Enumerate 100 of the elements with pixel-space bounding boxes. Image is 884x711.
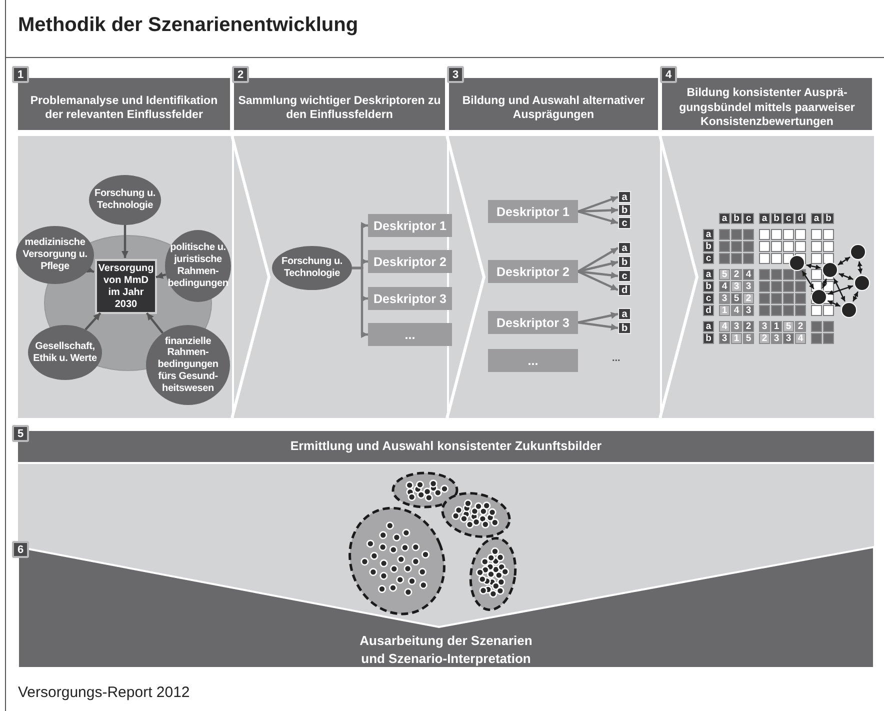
- matrix-cell: 1: [731, 333, 742, 344]
- matrix-cell: 3: [771, 333, 782, 344]
- descriptor-box: Deskriptor 3: [368, 287, 452, 310]
- arrow: [156, 272, 166, 279]
- double-arrow: [802, 270, 814, 290]
- arrow: [86, 266, 94, 274]
- matrix-header: c: [783, 213, 794, 224]
- arrow: [578, 270, 618, 291]
- matrix-header: a: [703, 321, 714, 332]
- matrix-cell: 5: [743, 333, 754, 344]
- matrix-cell: 4: [719, 281, 730, 292]
- matrix-cell: 2: [743, 321, 754, 332]
- matrix-header: a: [811, 213, 822, 224]
- descriptor-box: Deskriptor 1: [488, 200, 578, 223]
- matrix-cell: 3: [759, 321, 770, 332]
- descriptor-box: ...: [368, 323, 452, 346]
- matrix-header: b: [703, 241, 714, 252]
- double-arrow: [838, 273, 854, 280]
- arrow: [578, 206, 618, 214]
- option-tag: a: [618, 242, 631, 254]
- option-tag: c: [618, 270, 631, 282]
- double-arrow: [806, 264, 821, 270]
- option-tag: a: [618, 308, 631, 320]
- matrix-cell: 3: [719, 293, 730, 304]
- arrow: [84, 312, 102, 330]
- step-number: 2: [232, 66, 249, 83]
- option-tag: b: [618, 322, 631, 334]
- matrix-cell: 4: [743, 269, 754, 280]
- matrix-header: d: [795, 213, 806, 224]
- matrix-cell: 2: [731, 269, 742, 280]
- step-header: Ausarbeitung der Szenarien und Szenario-Interpretation: [358, 632, 534, 668]
- matrix-cell: 2: [759, 333, 770, 344]
- matrix-cell: 3: [783, 333, 794, 344]
- matrix-cell: 4: [719, 321, 730, 332]
- matrix-cell: 4: [795, 333, 806, 344]
- double-arrow: [827, 300, 841, 307]
- matrix-header: c: [743, 213, 754, 224]
- continuation-mark: ...: [612, 353, 620, 364]
- option-tag: d: [618, 284, 631, 296]
- double-arrow: [822, 278, 827, 288]
- descriptor-box: Deskriptor 2: [368, 250, 452, 273]
- matrix-header: a: [703, 269, 714, 280]
- descriptor-box: ...: [488, 349, 578, 372]
- matrix-cell: 5: [719, 269, 730, 280]
- diagram-title: Methodik der Szenarienentwicklung: [18, 14, 358, 37]
- double-arrow: [828, 285, 854, 295]
- matrix-cell: 3: [731, 281, 742, 292]
- option-tag: b: [618, 204, 631, 216]
- matrix-header: b: [731, 213, 742, 224]
- matrix-cell: 1: [719, 305, 730, 316]
- matrix-header: c: [703, 293, 714, 304]
- double-arrow: [857, 261, 863, 274]
- matrix-cell: 3: [743, 305, 754, 316]
- matrix-header: b: [703, 333, 714, 344]
- step-header: Sammlung wichtiger Deskriptoren zu den Einflussfeldern: [234, 78, 445, 130]
- double-arrow: [838, 256, 850, 266]
- step-number: 5: [12, 425, 29, 442]
- arrow: [122, 225, 128, 258]
- matrix-cell: 3: [731, 321, 742, 332]
- matrix-header: a: [703, 229, 714, 240]
- matrix-cell: 2: [795, 321, 806, 332]
- step-header: Bildung konsistenter Ausprä-gungsbündel mittels paarweiser Konsistenzbewertungen: [662, 78, 872, 130]
- option-tag: c: [618, 217, 631, 229]
- step-header: Problemanalyse und Identifikation der relevanten Einflussfelder: [18, 78, 230, 130]
- double-arrow: [834, 278, 846, 302]
- matrix-cell: 3: [719, 333, 730, 344]
- option-tag: a: [618, 191, 631, 203]
- step-header: Bildung und Auswahl alternativer Ausprägungen: [449, 78, 658, 130]
- matrix-cell: 3: [743, 281, 754, 292]
- matrix-cell: 4: [731, 305, 742, 316]
- arrow: [578, 270, 618, 279]
- matrix-header: a: [719, 213, 730, 224]
- double-arrow: [852, 291, 858, 302]
- arrow: [577, 247, 619, 272]
- source-caption: Versorgungs-Report 2012: [18, 684, 190, 701]
- matrix-header: a: [759, 213, 770, 224]
- matrix-cell: 1: [771, 321, 782, 332]
- matrix-header: c: [703, 253, 714, 264]
- matrix-header: b: [703, 281, 714, 292]
- step-number: 3: [447, 66, 464, 83]
- matrix-header: b: [823, 213, 834, 224]
- arrow: [578, 321, 618, 331]
- step-number: 4: [660, 66, 677, 83]
- matrix-cell: 5: [731, 293, 742, 304]
- descriptor-box: Deskriptor 1: [368, 214, 452, 237]
- matrix-header: b: [771, 213, 782, 224]
- arrow: [578, 196, 618, 213]
- descriptor-box: Deskriptor 2: [488, 260, 578, 283]
- step-number: 1: [12, 66, 29, 83]
- matrix-cell: 2: [743, 293, 754, 304]
- descriptor-box: Deskriptor 3: [488, 311, 578, 334]
- step-number: 6: [12, 541, 29, 558]
- arrow: [146, 312, 164, 334]
- arrow: [578, 210, 618, 224]
- option-tag: b: [618, 256, 631, 268]
- arrow: [578, 312, 618, 324]
- matrix-cell: 5: [783, 321, 794, 332]
- arrow: [352, 266, 368, 338]
- focus-box: Versorgung von MmD im Jahr 2030: [95, 259, 157, 314]
- matrix-header: d: [703, 305, 714, 316]
